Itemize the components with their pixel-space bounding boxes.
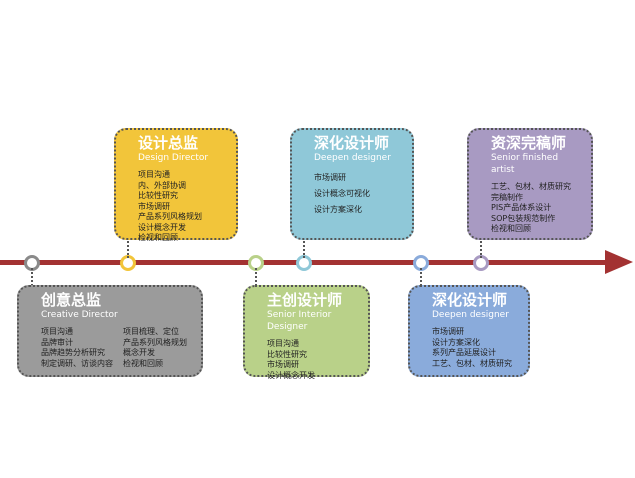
card-item-list: 项目沟通 内、外部协调 比较性研究 市场调研 产品系列风格规划 设计概念开发 检… (138, 170, 228, 244)
list-item: 品牌趋势分析研究 (41, 348, 105, 357)
list-item: 制定调研、访谈内容 (41, 358, 113, 368)
list-item: 比较性研究 (267, 349, 307, 359)
card-design-director: 设计总监 Design Director 项目沟通 内、外部协调 比较性研究 市… (114, 128, 238, 242)
list-item: 设计概念开发 (267, 370, 315, 380)
list-item: 市场调研 (267, 360, 299, 369)
list-item: 检视和回顾 (138, 233, 178, 242)
list-item: 工艺、包材、材质研究 (491, 182, 571, 191)
card-title: 创意总监 (41, 291, 102, 309)
card-senior-interior-designer: 主创设计师 Senior Interior Designer 项目沟通 比较性研… (243, 285, 370, 380)
card-item-columns: 项目沟通 品牌审计 品牌趋势分析研究 制定调研、访谈内容 项目梳理、定位 产品系… (41, 327, 193, 369)
list-item: 项目沟通 (267, 339, 299, 348)
card-subtitle: Deepen designer (432, 310, 509, 320)
list-item: 项目梳理、定位 (123, 327, 179, 336)
card-title: 资深完稿师 (491, 134, 567, 152)
card-senior-finished-artist: 资深完稿师 Senior finished artist 工艺、包材、材质研究 … (467, 128, 593, 240)
list-item: 比较性研究 (138, 191, 178, 200)
list-item: 产品系列风格规划 (138, 212, 202, 221)
list-item: 市场调研 (138, 201, 170, 211)
card-subtitle: Deepen designer (314, 153, 391, 163)
card-item-list: 工艺、包材、材质研究 完稿制作 PIS产品体系设计 SOP包装规范制作 检视和回… (491, 182, 583, 235)
list-item: 内、外部协调 (138, 180, 186, 190)
list-item: PIS产品体系设计 (491, 203, 552, 212)
list-item: 设计概念可视化 (314, 189, 370, 198)
card-item-list: 市场调研 设计方案深化 系列产品延展设计 工艺、包材、材质研究 (432, 327, 520, 369)
card-subtitle: Senior Interior Designer (267, 310, 332, 332)
list-item: SOP包装规范制作 (491, 213, 556, 223)
list-item: 完稿制作 (491, 192, 523, 202)
card-subtitle: Senior finished artist (491, 153, 559, 175)
card-item-list: 项目梳理、定位 产品系列风格规划 概念开发 检视和回顾 (123, 327, 187, 369)
card-title: 设计总监 (138, 134, 199, 152)
card-title: 深化设计师 (314, 134, 390, 152)
list-item: 工艺、包材、材质研究 (432, 358, 512, 368)
list-item: 设计方案深化 (314, 205, 362, 214)
list-item: 项目沟通 (41, 327, 73, 336)
list-item: 设计概念开发 (138, 222, 186, 232)
card-subtitle: Design Director (138, 153, 209, 163)
list-item: 项目沟通 (138, 170, 170, 179)
list-item: 市场调研 (432, 327, 464, 336)
card-deepen-designer-top: 深化设计师 Deepen designer 市场调研 设计概念可视化 设计方案深… (290, 128, 414, 240)
list-item: 产品系列风格规划 (123, 337, 187, 347)
list-item: 品牌审计 (41, 337, 73, 347)
card-item-list: 市场调研 设计概念可视化 设计方案深化 (314, 170, 404, 218)
card-item-list: 项目沟通 品牌审计 品牌趋势分析研究 制定调研、访谈内容 (41, 327, 113, 369)
list-item: 检视和回顾 (491, 224, 531, 233)
list-item: 检视和回顾 (123, 358, 163, 368)
card-creative-director: 创意总监 Creative Director 项目沟通 品牌审计 品牌趋势分析研… (17, 285, 203, 377)
card-title: 深化设计师 (432, 291, 508, 309)
list-item: 系列产品延展设计 (432, 348, 496, 357)
list-item: 设计方案深化 (432, 337, 480, 347)
card-item-list: 项目沟通 比较性研究 市场调研 设计概念开发 (267, 339, 360, 381)
card-subtitle: Creative Director (41, 310, 118, 320)
timeline-arrow-icon (605, 250, 633, 274)
list-item: 概念开发 (123, 348, 155, 357)
card-deepen-designer-bottom: 深化设计师 Deepen designer 市场调研 设计方案深化 系列产品延展… (408, 285, 530, 377)
card-title: 主创设计师 (267, 291, 343, 309)
list-item: 市场调研 (314, 173, 346, 182)
